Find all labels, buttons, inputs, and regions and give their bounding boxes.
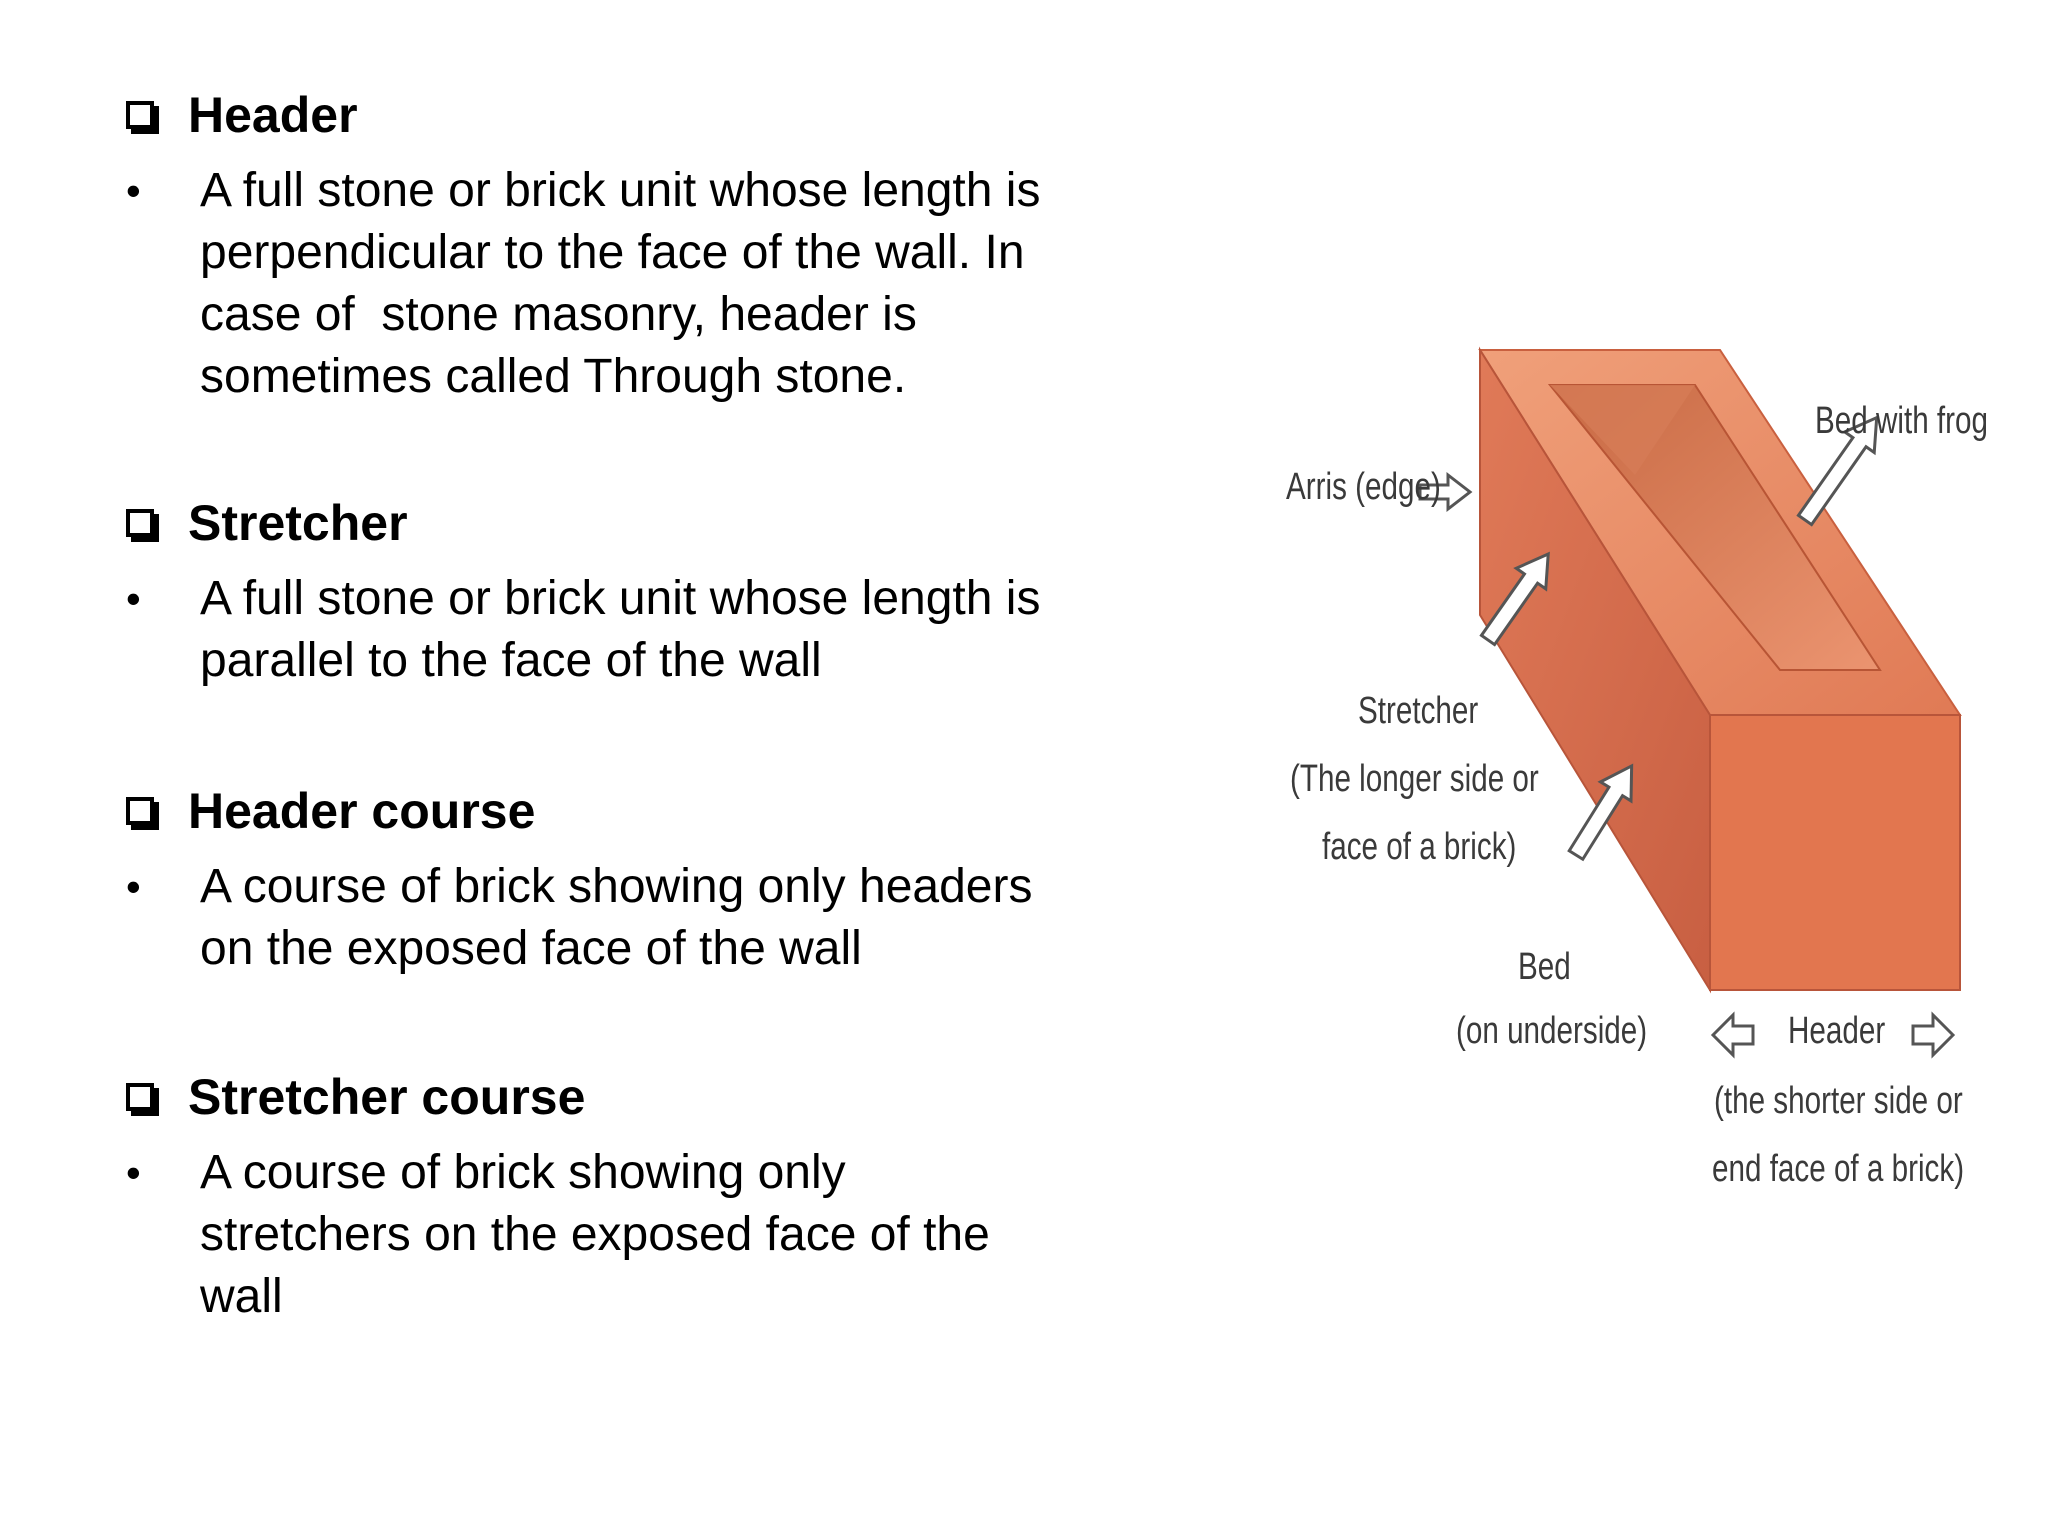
arrow-bed-with-frog-icon [1796,415,1879,527]
arrow-arris-icon [1418,471,1473,513]
brick-diagram: Bed with frog Arris (edge) Stretcher (Th… [1270,330,2010,1230]
definition-text: A course of brick showing only headers o… [200,860,1033,975]
label-header-desc-1: (the shorter side or [1714,1080,1963,1122]
label-stretcher-desc-2: face of a brick) [1322,826,1517,868]
definition-stretcher-course: • A course of brick showing only stretch… [126,1142,1156,1328]
frog-shade [1550,385,1695,475]
term-label: Header [188,87,358,143]
bullet-icon: • [126,863,141,910]
label-stretcher: Stretcher [1358,690,1479,732]
checkbox-bullet-icon [126,509,154,537]
term-label: Header course [188,783,536,839]
label-bed: Bed [1518,946,1571,988]
brick-header-face [1709,714,1961,991]
checkbox-bullet-icon [126,1083,154,1111]
bullet-icon: • [126,1149,141,1196]
term-header-course: Header course [126,776,535,846]
arrow-stretcher-icon [1479,551,1550,647]
label-stretcher-desc-1: (The longer side or [1290,758,1539,800]
arrow-header-right-icon [1911,1011,1956,1059]
term-label: Stretcher course [188,1069,586,1125]
definition-header-course: • A course of brick showing only headers… [126,856,1156,980]
definition-text: A course of brick showing only stretcher… [200,1146,990,1323]
checkbox-bullet-icon [126,797,154,825]
term-stretcher: Stretcher [126,488,408,558]
label-bed-desc: (on underside) [1456,1010,1648,1052]
arrow-header-left-icon [1710,1011,1755,1059]
label-arris: Arris (edge) [1286,466,1441,508]
term-header: Header [126,80,358,150]
checkbox-bullet-icon [126,101,154,129]
bullet-icon: • [126,575,141,622]
text-column: Header • A full stone or brick unit whos… [126,80,1156,1328]
label-bed-with-frog: Bed with frog [1815,400,1989,442]
brick-illustration [1418,346,1962,1059]
label-header: Header [1788,1010,1886,1052]
definition-stretcher: • A full stone or brick unit whose lengt… [126,568,1156,692]
arrow-bed-icon [1567,763,1634,862]
bullet-icon: • [126,167,141,214]
label-header-desc-2: end face of a brick) [1712,1148,1965,1190]
term-label: Stretcher [188,495,408,551]
definition-text: A full stone or brick unit whose length … [200,572,1041,687]
definition-text: A full stone or brick unit whose length … [200,164,1041,403]
definition-header: • A full stone or brick unit whose lengt… [126,160,1156,408]
term-stretcher-course: Stretcher course [126,1062,585,1132]
